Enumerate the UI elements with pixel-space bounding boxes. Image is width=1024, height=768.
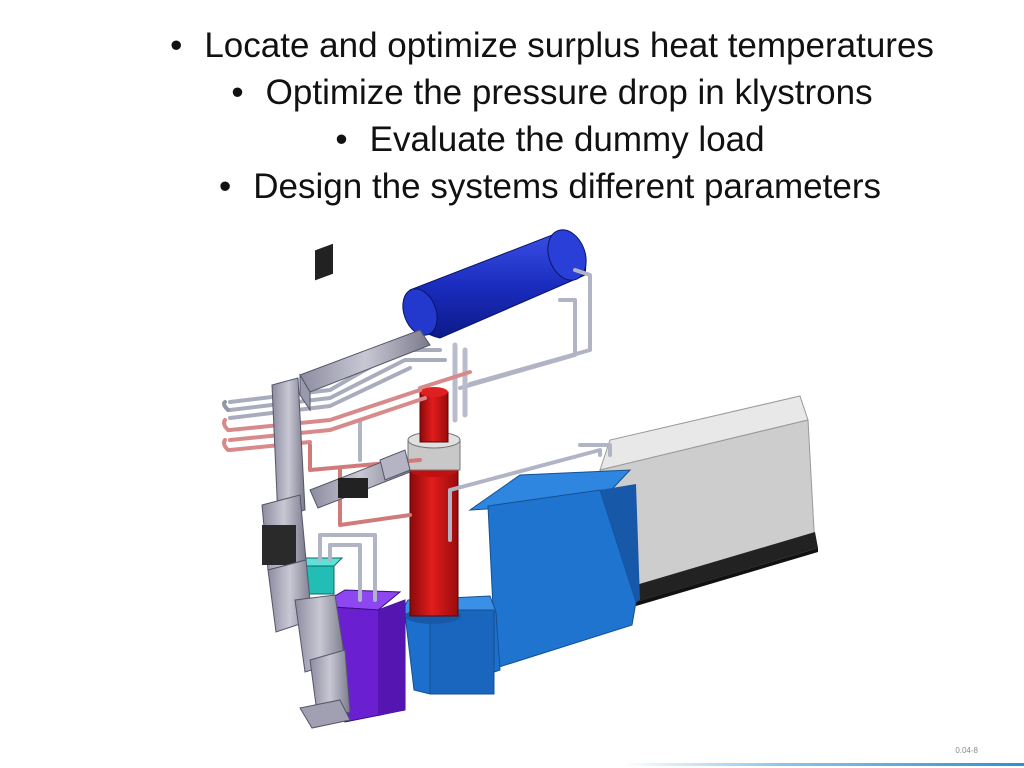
- bullet-item: •Design the systems different parameters: [219, 167, 881, 206]
- footer-accent-line: [622, 763, 1024, 766]
- bullet-item: •Optimize the pressure drop in klystrons: [231, 73, 873, 112]
- bullet-item: •Evaluate the dummy load: [335, 120, 765, 159]
- grey-cabinet: [599, 395, 818, 606]
- air-ducts: [261, 243, 431, 729]
- bullet-text: Evaluate the dummy load: [369, 120, 765, 159]
- blue-tank: [468, 469, 640, 669]
- pipe-bundle-left: [222, 400, 230, 452]
- slide-number: 0.04-8: [955, 746, 978, 755]
- red-klystron-column: [405, 387, 461, 624]
- bullet-item: •Locate and optimize surplus heat temper…: [170, 26, 934, 65]
- blue-cylinder-tank: [402, 229, 587, 339]
- bullet-text: Design the systems different parameters: [253, 167, 881, 206]
- bullet-text: Locate and optimize surplus heat tempera…: [204, 26, 934, 65]
- klystron-cooling-system-illustration: [222, 229, 818, 729]
- bullet-list: •Locate and optimize surplus heat temper…: [0, 22, 1024, 210]
- bullet-text: Optimize the pressure drop in klystrons: [265, 73, 873, 112]
